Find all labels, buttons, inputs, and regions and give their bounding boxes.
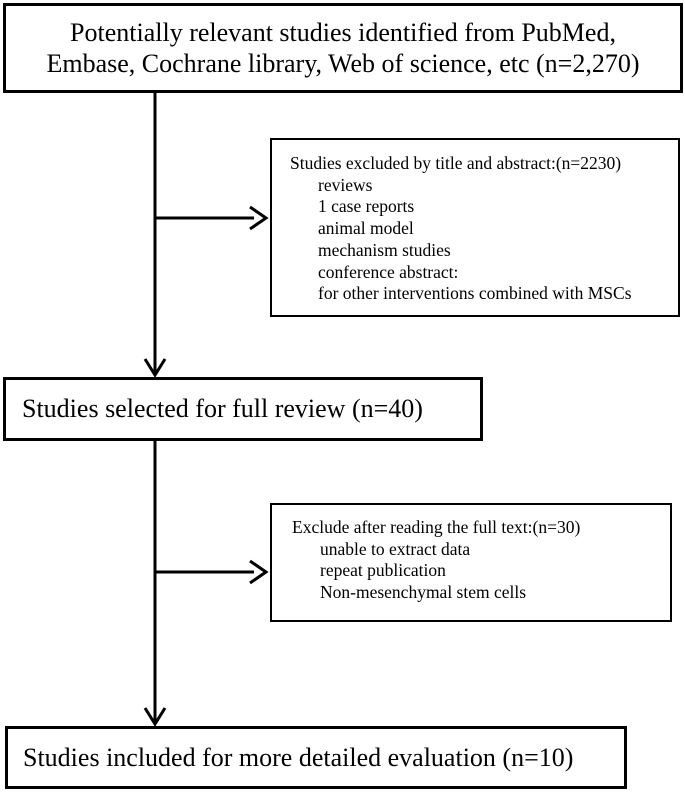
- box-studies-full-review: Studies selected for full review (n=40): [3, 377, 483, 441]
- excluded-full-text-item: Non-mesenchymal stem cells: [320, 582, 527, 603]
- excluded-title-abstract-heading: Studies excluded by title and abstract:(…: [290, 153, 622, 173]
- box-studies-included: Studies included for more detailed evalu…: [5, 726, 627, 789]
- excluded-full-text-item: unable to extract data: [320, 538, 471, 559]
- box-excluded-by-title-abstract: Studies excluded by title and abstract:(…: [270, 138, 680, 317]
- excluded-title-abstract-item: animal model: [318, 218, 414, 239]
- excluded-title-abstract-item: 1 case reports: [318, 196, 415, 217]
- studies-identified-line1: Potentially relevant studies identified …: [70, 18, 616, 47]
- excluded-full-text-heading: Exclude after reading the full text:(n=3…: [292, 517, 581, 537]
- studies-full-review-label: Studies selected for full review (n=40): [22, 394, 423, 423]
- studies-identified-line2: Embase, Cochrane library, Web of science…: [46, 49, 640, 78]
- excluded-title-abstract-item: reviews: [318, 174, 373, 195]
- arrow-to-excluded-full-text: [155, 559, 269, 585]
- box-excluded-after-full-text: Exclude after reading the full text:(n=3…: [270, 503, 672, 622]
- arrow-full-review-to-included: [143, 441, 167, 727]
- excluded-full-text-item: repeat publication: [320, 560, 446, 581]
- arrow-identified-to-full-review: [143, 93, 167, 378]
- studies-included-label: Studies included for more detailed evalu…: [23, 742, 574, 772]
- excluded-title-abstract-item: for other interventions combined with MS…: [318, 283, 632, 304]
- arrow-to-excluded-title-abstract: [155, 205, 269, 231]
- excluded-title-abstract-item: mechanism studies: [318, 239, 451, 260]
- box-studies-identified: Potentially relevant studies identified …: [3, 3, 683, 93]
- excluded-title-abstract-item: conference abstract:: [318, 261, 459, 282]
